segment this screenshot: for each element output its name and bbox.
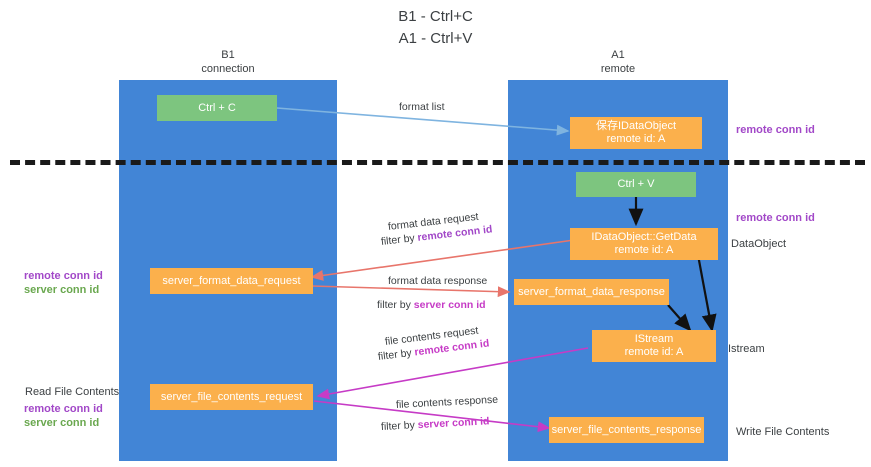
connector-format-data-request <box>310 239 575 281</box>
connector-format-list <box>276 107 570 136</box>
annotation-left-mid-remote-conn-id: remote conn id <box>24 270 103 282</box>
connector-file-contents-response <box>313 400 551 433</box>
annotation-remote-conn-id-top: remote conn id <box>736 124 815 136</box>
arrow-label-format-data-response-filter: filter by server conn id <box>377 299 486 311</box>
arrow-label-format-list: format list <box>399 101 445 113</box>
filter-key-server-conn-id: server conn id <box>413 299 486 311</box>
connector-response-istream <box>667 304 692 332</box>
page-title: B1 - Ctrl+C A1 - Ctrl+V <box>398 8 473 47</box>
node-idataobject-getdata[interactable]: IDataObject::GetData remote id: A <box>570 228 718 260</box>
annotation-istream: Istream <box>728 343 765 355</box>
node-ctrl-v[interactable]: Ctrl + V <box>576 172 696 197</box>
column-header-b1: B1 connection <box>201 49 255 76</box>
filter-prefix: filter by <box>377 299 414 311</box>
node-server-file-contents-response[interactable]: server_file_contents_response <box>549 417 704 443</box>
annotation-remote-conn-id-mid: remote conn id <box>736 212 815 224</box>
annotation-left-mid-server-conn-id: server conn id <box>24 284 100 296</box>
node-ctrl-c[interactable]: Ctrl + C <box>157 95 277 121</box>
connector-file-contents-request <box>316 347 589 400</box>
node-server-file-contents-request[interactable]: server_file_contents_request <box>150 384 313 410</box>
node-server-format-data-request[interactable]: server_format_data_request <box>150 268 313 294</box>
node-server-format-data-response[interactable]: server_format_data_response <box>514 279 669 305</box>
column-header-a1: A1 remote <box>600 49 636 76</box>
annotation-write-file-contents: Write File Contents <box>736 426 830 438</box>
node-istream[interactable]: IStream remote id: A <box>592 330 716 362</box>
annotation-left-bot-server-conn-id: server conn id <box>24 417 100 429</box>
filter-prefix: filter by <box>380 419 419 433</box>
arrow-label-format-data-response: format data response <box>388 275 488 287</box>
annotation-dataobject: DataObject <box>731 238 787 250</box>
connector-format-data-response <box>311 285 511 298</box>
annotation-left-bot-remote-conn-id: remote conn id <box>24 403 103 415</box>
phase-divider <box>10 160 865 165</box>
node-store-idataobject[interactable]: 保存IDataObject remote id: A <box>570 117 702 149</box>
connector-getdata-istream <box>696 254 717 333</box>
annotation-read-file-contents: Read File Contents <box>25 386 120 398</box>
